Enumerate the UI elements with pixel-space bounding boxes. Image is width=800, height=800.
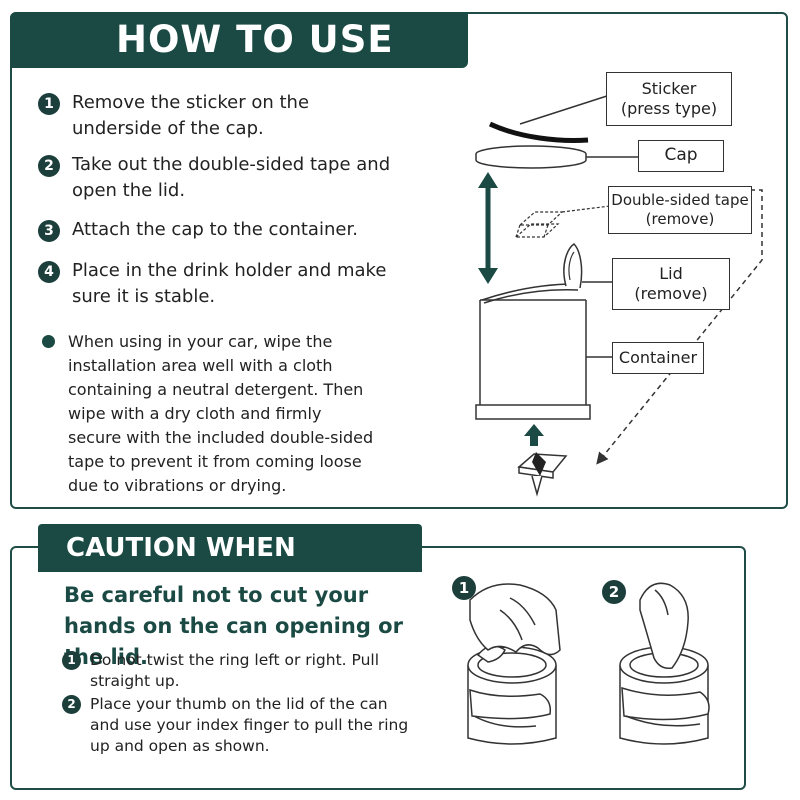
note-text: When using in your car, wipe the install… — [68, 332, 374, 495]
step-text: Attach the cap to the container. — [72, 219, 358, 240]
attach-arrow — [478, 172, 498, 284]
illustration-number-2: 2 — [602, 580, 626, 604]
lid-label: Lid (remove) — [612, 258, 730, 310]
tape-label-note: (remove) — [645, 210, 715, 228]
can-opening-illustrations — [467, 582, 710, 745]
step-number-badge: 2 — [62, 695, 81, 714]
cap-label: Cap — [638, 140, 724, 172]
step-number-badge: 2 — [38, 155, 60, 177]
tape-label-name: Double-sided tape — [611, 191, 749, 209]
cap-illustration — [475, 145, 587, 169]
lid-illustration — [481, 243, 583, 304]
step-1: 1 Remove the sticker on the underside of… — [38, 90, 398, 142]
how-to-use-title: HOW TO USE — [10, 12, 468, 68]
step-text: Remove the sticker on the underside of t… — [72, 92, 310, 139]
step-4: 4 Place in the drink holder and make sur… — [38, 258, 398, 310]
step-text: Take out the double-sided tape and open … — [72, 154, 391, 201]
caution-title: CAUTION WHEN OPENING — [38, 524, 422, 611]
sticker-label: Sticker (press type) — [606, 72, 732, 126]
double-sided-tape-illustration — [514, 211, 564, 238]
can-illustration-1 — [467, 583, 561, 745]
step-number-badge: 1 — [62, 651, 81, 670]
sticker-label-name: Sticker — [641, 79, 697, 98]
step-text: Place in the drink holder and make sure … — [72, 260, 387, 307]
container-label: Container — [612, 342, 704, 374]
illustration-number-1: 1 — [452, 576, 476, 600]
up-arrow-icon — [524, 424, 544, 446]
sticker-leader-line — [519, 94, 611, 125]
sticker-label-type: (press type) — [620, 99, 718, 118]
step-2: 2 Take out the double-sided tape and ope… — [38, 152, 398, 204]
car-usage-note: When using in your car, wipe the install… — [38, 330, 378, 498]
step-number-badge: 3 — [38, 220, 60, 242]
sticker-illustration — [488, 121, 589, 143]
caution-step-2: 2 Place your thumb on the lid of the can… — [62, 694, 412, 757]
container-illustration — [475, 299, 591, 420]
double-sided-tape-label: Double-sided tape (remove) — [608, 186, 752, 234]
cup-holder-tape-illustration — [517, 452, 568, 497]
step-3: 3 Attach the cap to the container. — [38, 217, 398, 243]
lid-label-name: Lid — [659, 264, 683, 283]
tape-leader-line — [561, 205, 611, 213]
caution-headline: Be careful not to cut your hands on the … — [64, 583, 403, 669]
assembly-diagram — [475, 94, 763, 497]
can-illustration-2 — [619, 582, 710, 745]
lid-label-note: (remove) — [634, 284, 708, 303]
bullet-icon — [42, 335, 55, 348]
step-text: Do not twist the ring left or right. Pul… — [90, 651, 380, 690]
step-number-badge: 1 — [38, 93, 60, 115]
caution-step-1: 1 Do not twist the ring left or right. P… — [62, 650, 412, 692]
step-number-badge: 4 — [38, 261, 60, 283]
step-text: Place your thumb on the lid of the can a… — [90, 695, 409, 755]
